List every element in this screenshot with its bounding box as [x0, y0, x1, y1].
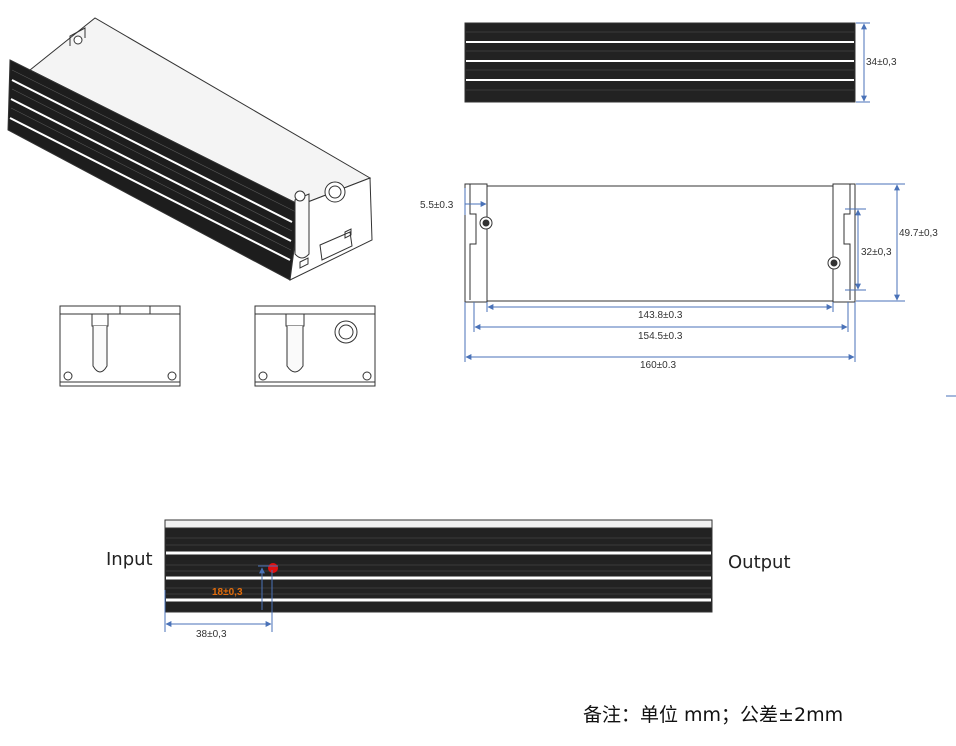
- isometric-view: [7, 17, 373, 281]
- dim-hole-span-32: 32±0,3: [861, 247, 892, 258]
- end-view-input: [59, 305, 181, 387]
- dim-length-154-5: 154.5±0.3: [638, 331, 683, 342]
- dim-length-160: 160±0.3: [640, 360, 677, 371]
- dim-height-34: 34±0,3: [866, 57, 897, 68]
- output-label: Output: [728, 552, 791, 573]
- cable-position-marker: [268, 563, 278, 573]
- units-tolerance-note: 备注：单位 mm；公差±2mm: [583, 704, 844, 726]
- side-view: 34±0,3: [464, 22, 897, 103]
- dim-cable-height-18: 18±0,3: [212, 587, 243, 598]
- bottom-side-view: 18±0,3 38±0,3 Input Output: [106, 519, 791, 640]
- dim-cable-offset-38: 38±0,3: [196, 629, 227, 640]
- top-view: [464, 183, 856, 303]
- input-label: Input: [106, 549, 153, 570]
- end-view-output: [254, 305, 376, 387]
- dim-width-49-7: 49.7±0,3: [899, 228, 938, 239]
- top-view-dimensions: [464, 183, 905, 362]
- dim-length-143-8: 143.8±0.3: [638, 310, 683, 321]
- dim-hole-5-5: 5.5±0.3: [420, 200, 454, 211]
